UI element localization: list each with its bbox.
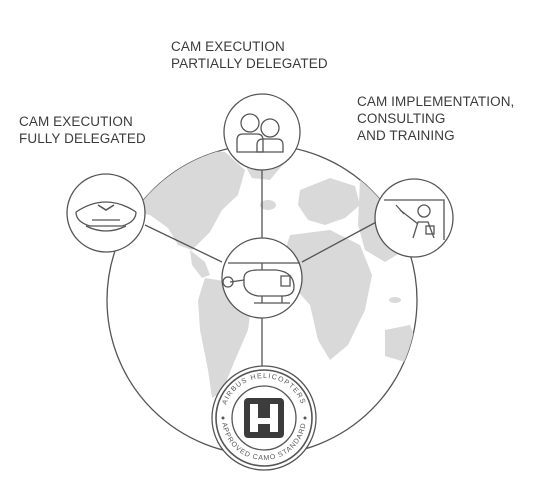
- central-america: [190, 250, 210, 278]
- label-line: CAM EXECUTION: [171, 39, 285, 54]
- label-line: CAM IMPLEMENTATION,: [357, 94, 515, 109]
- europe: [298, 178, 360, 225]
- people-icon: [236, 113, 284, 153]
- label-line: CAM EXECUTION: [19, 114, 133, 129]
- label-line: CONSULTING: [357, 111, 446, 126]
- label-line: PARTIALLY DELEGATED: [171, 56, 328, 71]
- pilot-cap-node: [66, 173, 146, 253]
- label-implementation-consulting-training: CAM IMPLEMENTATION, CONSULTING AND TRAIN…: [357, 93, 514, 144]
- approved-camo-seal: AIRBUS HELICOPTERS APPROVED CAMO STANDAR…: [211, 365, 317, 471]
- instructor-board-icon: [384, 199, 445, 240]
- africa: [282, 230, 372, 360]
- instructor-node: [374, 178, 454, 258]
- helicopter-node: [221, 237, 303, 319]
- helicopter-icon: [222, 262, 300, 304]
- airbus-h-emblem: [244, 398, 284, 438]
- pilot-cap-icon: [75, 201, 137, 232]
- label-fully-delegated: CAM EXECUTION FULLY DELEGATED: [19, 113, 146, 147]
- label-line: AND TRAINING: [357, 128, 455, 143]
- label-line: FULLY DELEGATED: [19, 131, 146, 146]
- label-partially-delegated: CAM EXECUTION PARTIALLY DELEGATED: [171, 38, 328, 72]
- people-node: [223, 93, 301, 171]
